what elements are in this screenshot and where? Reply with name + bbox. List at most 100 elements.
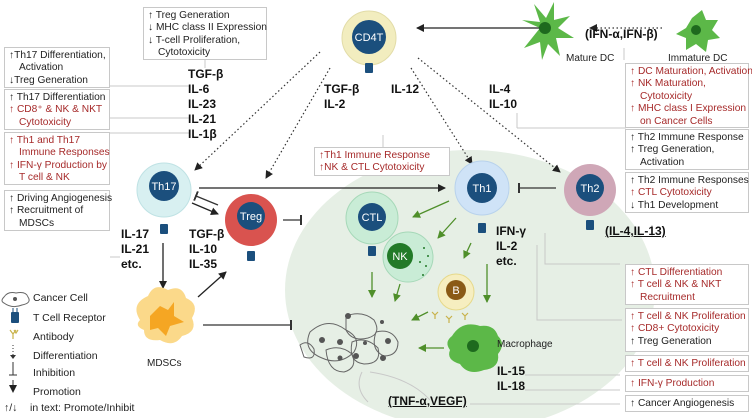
antibody-icons (431, 311, 469, 323)
ifn-effects-box: ↑ DC Maturation, Activation ↑ NK Maturat… (625, 63, 752, 128)
t-cell-receptor-icon (160, 224, 168, 234)
th2-label: Th2 (581, 183, 600, 195)
box-line: ↑ Th2 Immune Response (630, 132, 744, 143)
box-line: Cytotoxicity (19, 116, 72, 128)
cd4t-cell: CD4T (341, 10, 397, 73)
box-line: ↑ Treg Generation (630, 335, 712, 347)
box-line: Activation (19, 62, 64, 74)
box-line: ↑ Th2 Immune Responses (630, 175, 749, 186)
legend-promote-inhibit: in text: Promote/Inhibit (30, 402, 135, 414)
cytokines-treg-output: TGF-β IL-10 IL-35 (189, 227, 225, 271)
box-line: ↑ CD8+ Cytotoxicity (630, 323, 720, 335)
updown-arrow-icon: ↑/↓ (4, 402, 18, 414)
cytokines-th1-output: IFN-γ IL-2 etc. (496, 224, 526, 268)
il10-effects-box: ↑ Th2 Immune Response ↑ Treg Generation,… (625, 129, 749, 170)
box-line: ↑ IFN-γ Production by (9, 159, 107, 171)
cytokines-th1-induction: IL-12 (391, 82, 420, 96)
mature-dc-label: Mature DC (566, 53, 615, 64)
t-cell-receptor-icon (586, 220, 594, 230)
t-cell-receptor-icon (365, 63, 373, 73)
box-line: ↑Th17 Differentiation, (9, 50, 106, 61)
cytokines-th2-induction: IL-4 IL-10 (489, 82, 518, 111)
tnf-effects-box: ↑ Cancer Angiogenesis (625, 395, 749, 412)
cytokines-macrophage-output: IL-15 IL-18 (497, 364, 526, 393)
box-line: MDSCs (19, 217, 55, 229)
box-line: ↓ Th1 Development (630, 199, 719, 211)
mdscs-label: MDSCs (147, 358, 182, 369)
legend-cancer-cell: Cancer Cell (33, 292, 88, 304)
box-line: ↑NK & CTL Cytotoxicity (319, 162, 425, 174)
th17-label: Th17 (151, 181, 176, 193)
box-line: ↓ T-cell Proliferation, (148, 34, 241, 46)
box-line: Cytotoxicity (640, 90, 693, 102)
cytokines-tumor-output: (TNF-α,VEGF) (388, 394, 467, 408)
box-line: ↑ Th17 Differentiation (9, 92, 106, 103)
treg-cell: Treg (225, 194, 277, 261)
ctl-cell: CTL (345, 191, 399, 256)
box-line: ↓ MHC class II Expression (148, 22, 267, 34)
box-line: on Cancer Cells (640, 115, 713, 127)
box-line: Activation (640, 156, 685, 168)
macrophage-label: Macrophage (497, 339, 553, 350)
legend-inhibition: Inhibition (33, 367, 76, 379)
box-line: ↑ T cell & NK Proliferation (630, 311, 746, 322)
nk-cell: NK (382, 231, 434, 283)
immature-dc-label: Immature DC (668, 53, 728, 64)
box-line: ↑ CD8⁺ & NK & NKT (9, 104, 103, 116)
il17-effects-box: ↑ Driving Angiogenesis ↑ Recruitment of … (4, 190, 113, 231)
mature-dc-cell (522, 2, 574, 60)
connector-lines (100, 48, 653, 405)
box-line: Immune Responses (19, 147, 110, 159)
treg-effects-box: ↑ Treg Generation ↓ MHC class II Express… (143, 7, 267, 60)
b-label: B (452, 285, 459, 297)
nk-label: NK (392, 251, 408, 263)
il2-effects-box: ↑ T cell & NK Proliferation ↑ CD8+ Cytot… (625, 308, 749, 352)
legend-t-cell-receptor: T Cell Receptor (33, 312, 106, 324)
t-cell-receptor-icon (368, 246, 376, 256)
th2-cell: Th2 (564, 164, 616, 230)
box-line: ↑ MHC class I Expression (630, 103, 747, 115)
box-line: ↑ Treg Generation, (630, 144, 715, 156)
box-line: T cell & NK (19, 172, 70, 184)
th2-effects-box: ↑ Th2 Immune Responses ↑ CTL Cytotoxicit… (625, 172, 749, 213)
box-line: ↑ T cell & NK Proliferation (630, 358, 746, 369)
box-line: ↑ Treg Generation (148, 10, 230, 21)
cytokines-treg-induction: TGF-β IL-2 (324, 82, 360, 111)
ifn-signal-label: (IFN-α,IFN-β) (585, 27, 658, 41)
mdsc-cell (136, 287, 195, 344)
inhibition-lines (193, 183, 556, 330)
macrophage-cell (447, 324, 502, 372)
box-line: ↑ NK Maturation, (630, 78, 706, 90)
legend-antibody: Antibody (33, 331, 74, 343)
t-cell-receptor-icon (478, 223, 486, 233)
il18-effects-box: ↑ IFN-γ Production (625, 375, 749, 392)
treg-label: Treg (240, 211, 262, 223)
il21-effects-box: ↑ Th17 Differentiation ↑ CD8⁺ & NK & NKT… (4, 89, 110, 130)
legend-icons (1, 292, 30, 393)
il12-effects-box: ↑Th1 Immune Response ↑NK & CTL Cytotoxic… (314, 147, 450, 176)
legend-differentiation: Differentiation (33, 350, 98, 362)
box-line: ↑ CTL Cytotoxicity (630, 187, 712, 199)
b-cell: B (437, 273, 475, 311)
t-cell-receptor-icon (247, 251, 255, 261)
cytokines-th2-output: (IL-4,IL-13) (605, 224, 666, 238)
ifng-effects-box: ↑ CTL Differentiation ↑ T cell & NK & NK… (625, 264, 749, 305)
box-line: ↑Th1 Immune Response (319, 150, 430, 161)
tgfb-effects-box: ↑Th17 Differentiation, Activation ↓Treg … (4, 47, 110, 88)
legend-promotion: Promotion (33, 386, 81, 398)
box-line: ↑ CTL Differentiation (630, 267, 723, 278)
differentiation-arrows (194, 24, 662, 179)
immature-dc-cell (676, 10, 720, 52)
cytokines-th17-induction: TGF-β IL-6 IL-23 IL-21 IL-1β (188, 67, 224, 141)
th1-label: Th1 (473, 183, 492, 195)
box-line: ↑ Recruitment of (9, 205, 84, 217)
il15-effects-box: ↑ T cell & NK Proliferation (625, 355, 749, 372)
box-line: ↑ Cancer Angiogenesis (630, 398, 735, 409)
box-line: ↓Treg Generation (9, 74, 88, 86)
cancer-cell-cluster (299, 313, 431, 403)
box-line: ↑ Driving Angiogenesis (9, 193, 113, 204)
th17-cell: Th17 (136, 162, 192, 234)
box-line: ↑ IFN-γ Production (630, 378, 715, 389)
il1b-effects-box: ↑ Th1 and Th17 Immune Responses ↑ IFN-γ … (4, 132, 110, 185)
